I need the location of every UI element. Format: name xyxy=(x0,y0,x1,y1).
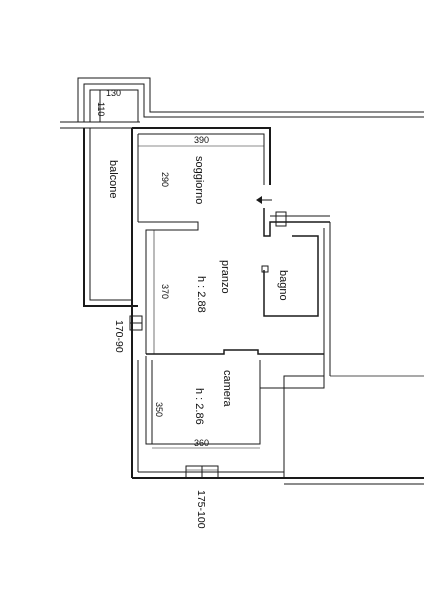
camera-height: h : 2.86 xyxy=(193,388,205,425)
dim-360: 360 xyxy=(194,438,209,448)
top-outline xyxy=(60,77,424,129)
pranzo-height: h : 2.88 xyxy=(195,276,207,313)
dim-370: 370 xyxy=(160,284,170,299)
window-170-90: 170-90 xyxy=(113,320,125,353)
room-camera: camera xyxy=(221,370,233,408)
room-bagno: bagno xyxy=(277,270,289,301)
room-soggiorno: soggiorno xyxy=(193,156,205,204)
dim-350: 350 xyxy=(154,402,164,417)
balcony-outline xyxy=(83,128,138,307)
dimension-lines xyxy=(138,145,264,471)
entrance-arrow-icon xyxy=(256,196,272,204)
window-175-100: 175-100 xyxy=(195,490,207,529)
dim-290: 290 xyxy=(160,172,170,187)
room-pranzo: pranzo xyxy=(219,260,231,294)
room-balcone: balcone xyxy=(107,160,119,199)
dim-130: 130 xyxy=(106,88,121,98)
dim-390: 390 xyxy=(194,135,209,145)
dim-110: 110 xyxy=(96,102,106,116)
apartment-walls xyxy=(129,127,424,485)
